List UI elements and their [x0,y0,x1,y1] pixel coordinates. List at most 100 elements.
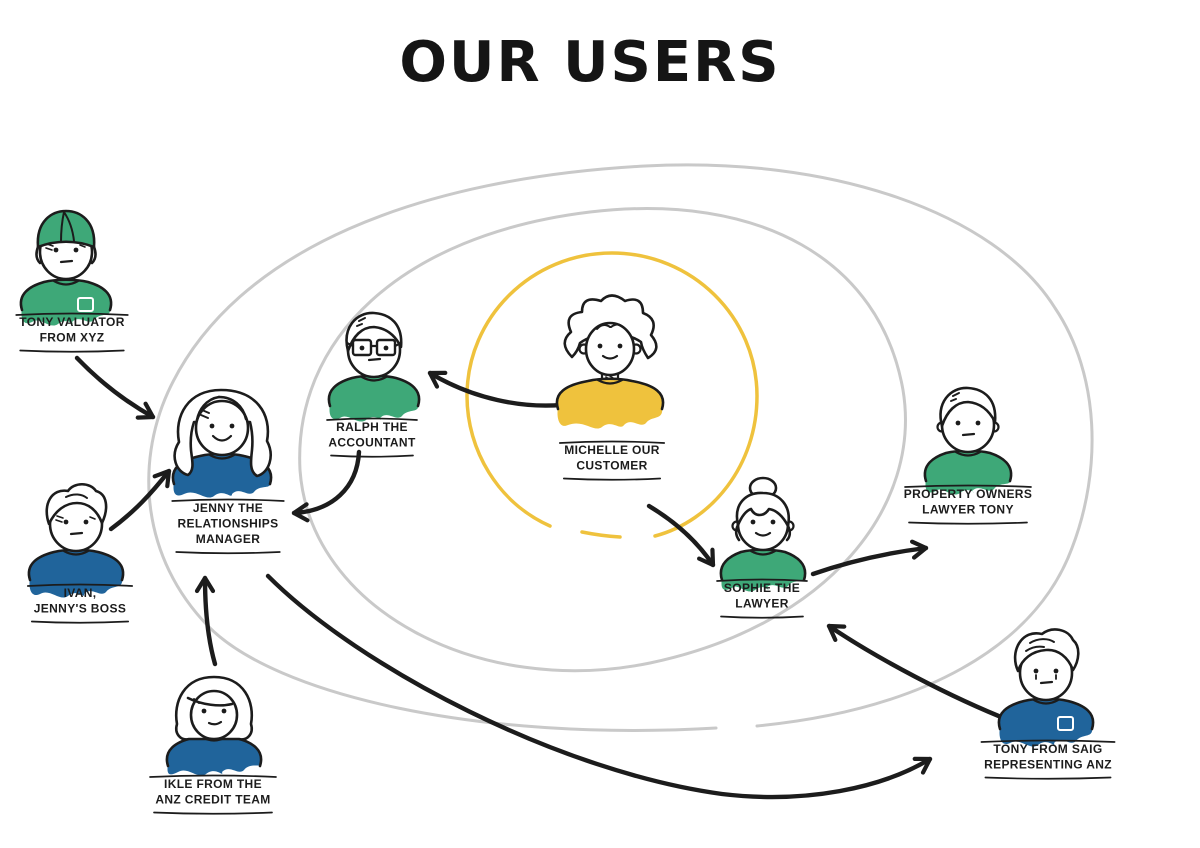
eye [1053,668,1059,674]
persona-label-line: LAWYER TONY [922,503,1014,517]
eye [73,247,79,253]
persona-label-line: PROPERTY OWNERS [904,487,1032,501]
label-overline [716,578,808,582]
persona-label-line: JENNY THE [193,501,263,515]
shirt [166,735,262,776]
hair [939,386,997,428]
arrow-jenny-to-tony-saig [265,573,933,800]
label-underline [908,521,1028,525]
eye [1033,668,1039,674]
eye [750,519,756,525]
label-overline [904,484,1032,488]
head [194,399,250,457]
mouth [961,432,976,437]
persona-ivan: IVAN,JENNY'S BOSS [26,482,134,624]
label-underline [720,615,804,619]
label-underline [153,811,273,815]
arrow-tony-valuator-to-jenny [74,355,156,420]
eye [53,247,59,253]
persona-label-line: MANAGER [196,532,260,546]
persona-label-line: LAWYER [735,597,788,611]
label-overline [26,583,134,587]
label-underline [330,454,414,458]
hair [735,491,791,528]
hair [45,482,108,526]
eye [201,708,207,714]
shirt [328,375,420,422]
persona-tony-valuator: TONY VALUATOR FROM XYZ [15,209,129,353]
label-underline [562,477,662,481]
mouth [1039,680,1054,685]
eye [229,423,235,429]
label-overline [149,774,277,778]
persona-label-line: TONY VALUATOR [19,315,124,329]
shirt [172,453,272,498]
label-overline [15,312,129,316]
label-underline [19,349,125,353]
outer-ring [147,163,1094,732]
label-underline [984,776,1112,780]
persona-label-line: ACCOUNTANT [328,436,416,450]
arrow-ralph-to-jenny [291,449,362,523]
mouth [207,720,223,726]
head [584,321,636,377]
arrow-ikle-to-jenny [194,575,218,667]
persona-property-tony: PROPERTY OWNERS LAWYER TONY [904,386,1032,525]
arrow-sophie-to-property-tony [810,539,929,577]
eye [975,420,981,426]
rings-layer [147,163,1094,732]
customer-ring [465,251,759,538]
label-underline [30,620,130,624]
label-overline [326,417,418,421]
eye [955,420,961,426]
persona-ralph: RALPH THE ACCOUNTANT [326,311,421,458]
page-title: OUR USERS [399,30,781,95]
persona-label-line: ANZ CREDIT TEAM [155,793,270,807]
hair [345,311,403,353]
arrow-ivan-to-jenny [108,468,172,532]
persona-label-line: FROM XYZ [40,331,105,345]
eye [209,423,215,429]
mouth [367,357,382,362]
label-overline [558,440,666,444]
eye [63,519,69,525]
eye [383,345,389,351]
persona-label-line: JENNY'S BOSS [34,602,126,616]
persona-label-line: CUSTOMER [576,459,647,473]
label-overline [980,739,1116,743]
arrows-layer [74,355,1014,800]
label-overline [171,498,285,502]
mouth [211,434,233,442]
eye [597,343,603,349]
eye [83,519,89,525]
head [189,689,239,741]
hair [1013,628,1080,673]
inner-ring [298,207,907,673]
shirt-pocket [1057,716,1074,731]
shirt [998,698,1094,747]
mouth [754,531,772,537]
mouth [69,531,84,536]
shirt-pocket [77,297,94,312]
persona-sophie: SOPHIE THE LAWYER [716,476,808,619]
persona-label-line: SOPHIE THE [724,581,800,595]
cap [36,209,96,249]
persona-label-line: IKLE FROM THE [164,777,262,791]
eye [770,519,776,525]
label-underline [175,551,281,555]
persona-label-line: RALPH THE [336,420,408,434]
persona-label-line: TONY FROM SAIG [993,742,1102,756]
shirt [720,549,806,592]
mouth [601,354,619,360]
arrow-tony-saig-to-sophie [826,623,1014,724]
customer-ring-dash [580,530,622,539]
persona-label-line: RELATIONSHIPS [177,517,278,531]
eye [221,708,227,714]
eye [617,343,623,349]
